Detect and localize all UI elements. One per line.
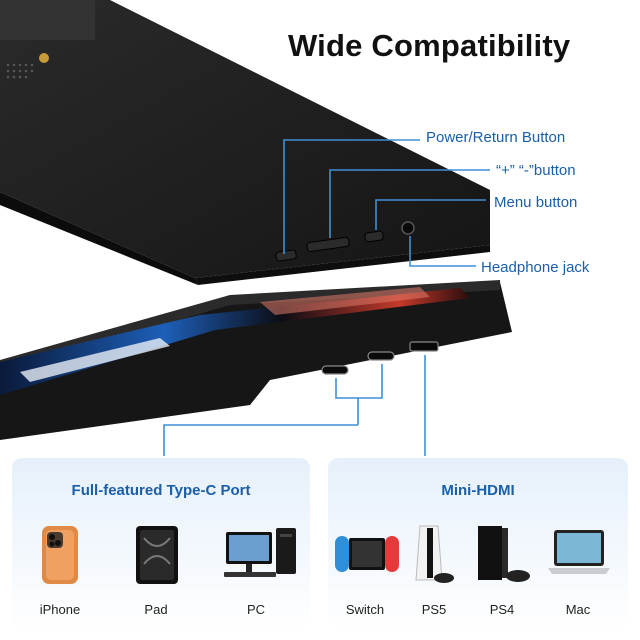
device-label-ps5: PS5 [421, 602, 447, 617]
monitor-lower-body [0, 282, 512, 440]
headline: Wide Compatibility [288, 28, 571, 63]
desktop-pc-icon [224, 528, 296, 577]
screen-display [0, 288, 470, 395]
headphone-jack [401, 221, 415, 235]
mount-screw-hole [39, 53, 49, 63]
speaker-grille [6, 63, 34, 79]
iphone-icon [42, 526, 78, 584]
mini-hdmi-port [409, 341, 439, 352]
power-return-button [275, 249, 297, 262]
device-label-iphone: iPhone [39, 602, 81, 617]
tablet-icon [136, 526, 178, 584]
plus-minus-label: “+” “-”button [496, 162, 576, 179]
plus-minus-button [306, 237, 350, 252]
device-label-pc: PC [246, 602, 266, 617]
monitor-upper-body [0, 0, 490, 278]
mini-hdmi-card: Mini-HDMI Switch PS5 PS4 Mac [328, 458, 628, 630]
type-c-port-1 [321, 365, 349, 375]
headphone-jack-label: Headphone jack [481, 259, 590, 276]
menu-button-label: Menu button [494, 194, 578, 211]
device-label-switch: Switch [345, 602, 385, 617]
menu-button [364, 230, 384, 243]
typec-card-title: Full-featured Type-C Port [71, 482, 251, 499]
device-label-ps4: PS4 [489, 602, 515, 617]
device-label-mac: Mac [565, 602, 591, 617]
portable-monitor-illustration [0, 0, 512, 456]
ps5-console-icon [415, 525, 454, 583]
device-label-pad: Pad [144, 602, 168, 617]
laptop-icon [548, 530, 610, 574]
type-c-port-2 [367, 351, 395, 361]
power-return-label: Power/Return Button [426, 129, 566, 146]
typec-card: Full-featured Type-C Port iPhone Pad PC [12, 458, 310, 630]
game-console-switch-icon [335, 536, 399, 572]
ps4-console-icon [478, 526, 530, 582]
callout-lines [163, 139, 490, 456]
mini-hdmi-card-title: Mini-HDMI [441, 482, 515, 499]
